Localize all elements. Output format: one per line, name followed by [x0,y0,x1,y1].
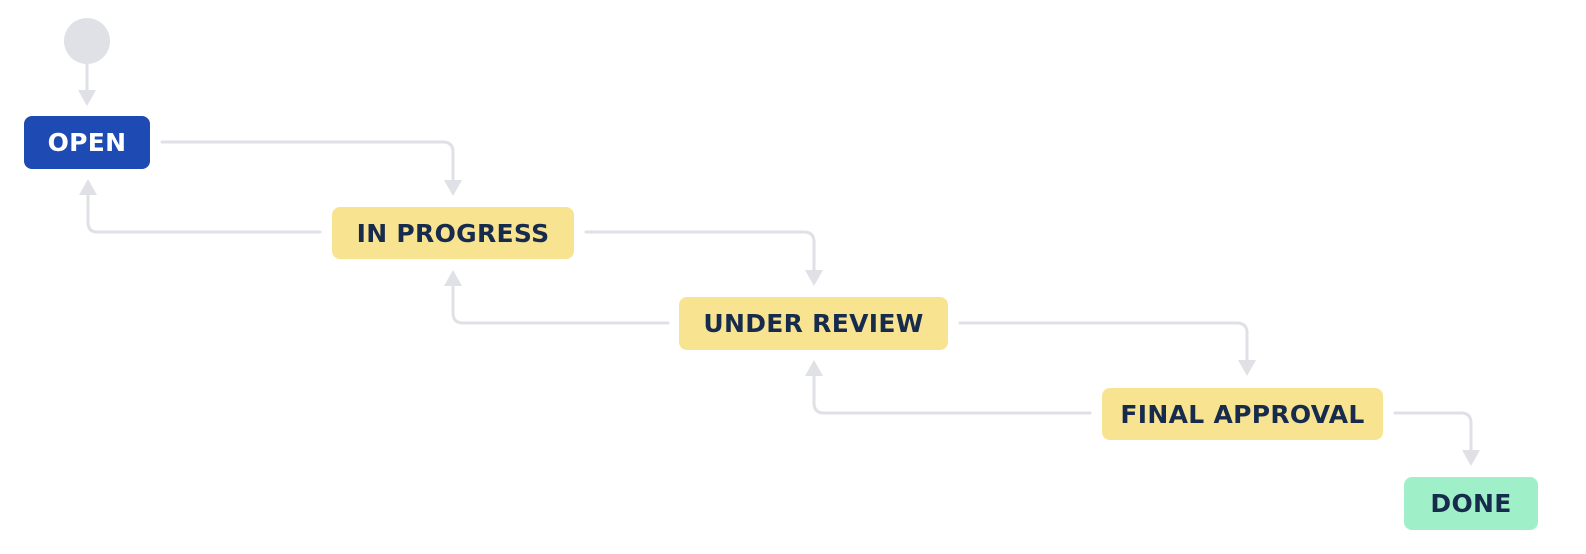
status-final-approval-label: FINAL APPROVAL [1120,399,1365,429]
status-in-progress[interactable]: IN PROGRESS [332,207,574,259]
status-in-progress-label: IN PROGRESS [356,218,550,248]
arrowhead-open-down [78,90,96,106]
status-final-approval[interactable]: FINAL APPROVAL [1102,388,1383,440]
transition-under-review-to-final-approval [958,321,1249,364]
arrowhead-in-progress-down [444,180,462,196]
arrowhead-in-progress-up [444,270,462,286]
transition-in-progress-to-open [86,191,322,234]
status-done[interactable]: DONE [1404,477,1538,530]
transition-final-approval-to-done [1393,411,1473,454]
status-open[interactable]: OPEN [24,116,150,169]
arrowhead-under-review-up [805,360,823,376]
transition-final-approval-to-under-review [812,372,1092,415]
arrowhead-under-review-down [805,270,823,286]
arrowhead-done-down [1462,450,1480,466]
transition-under-review-to-in-progress [451,282,670,325]
transition-open-to-in-progress [160,140,455,184]
transition-in-progress-to-under-review [584,230,816,274]
status-open-label: OPEN [47,128,127,157]
arrowhead-open-up [79,179,97,195]
status-done-label: DONE [1430,489,1512,518]
status-under-review-label: UNDER REVIEW [703,309,924,338]
start-node [64,18,110,64]
arrowhead-final-approval-down [1238,360,1256,376]
status-under-review[interactable]: UNDER REVIEW [679,297,948,350]
